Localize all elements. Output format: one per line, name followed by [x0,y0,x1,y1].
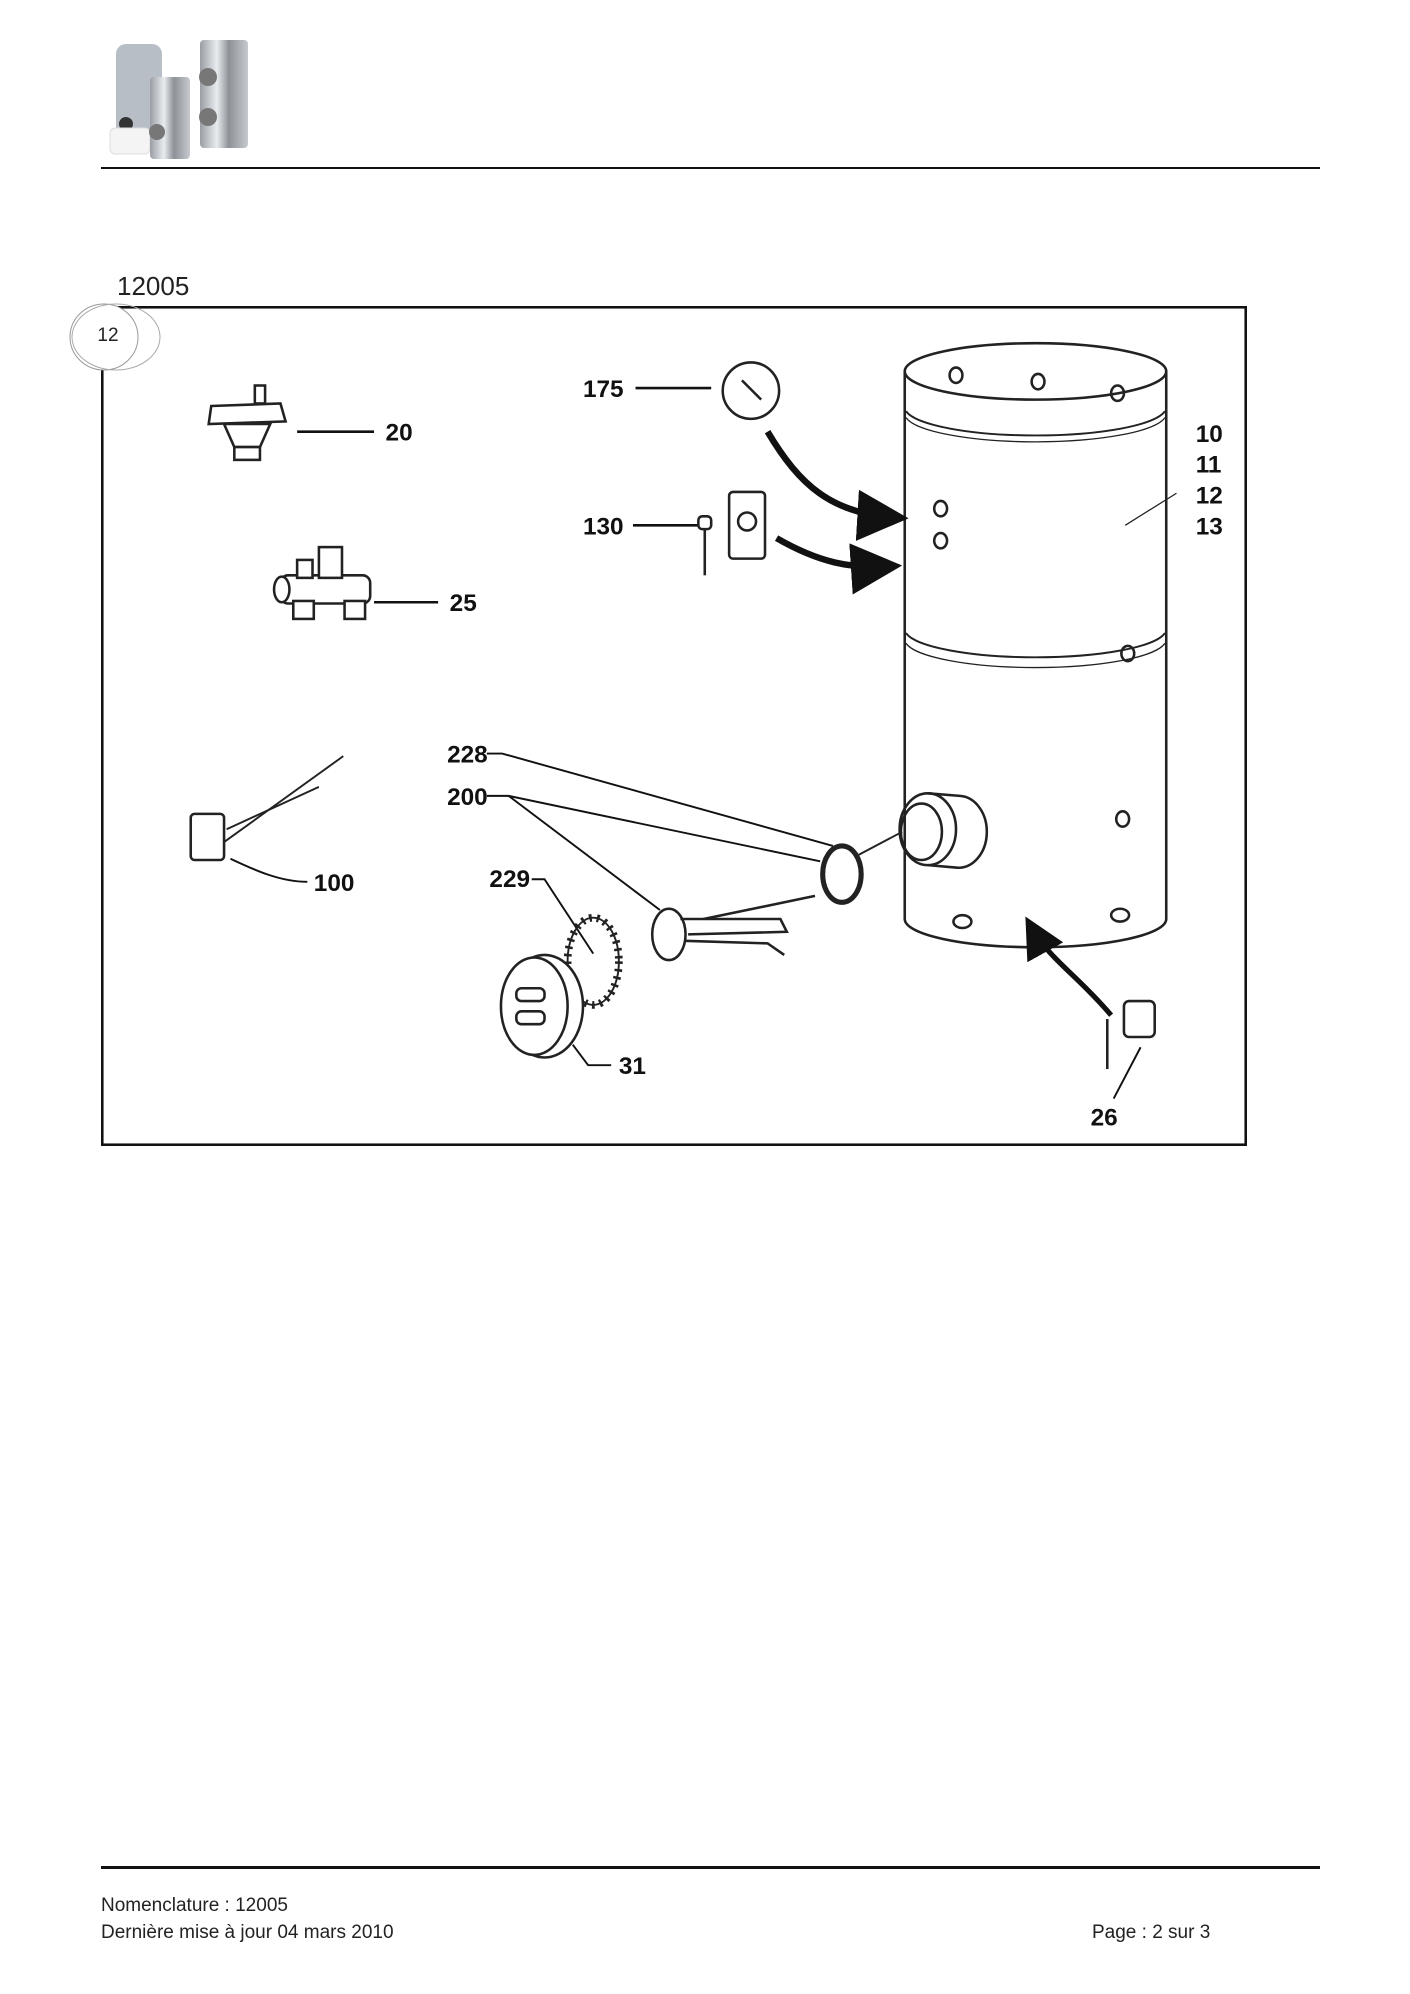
footer-nomenclature: Nomenclature : 12005 [101,1895,288,1916]
part-100-thermostat [189,755,344,862]
exploded-parts-diagram: 20 25 100 175 130 10 11 12 13 228 200 [101,306,1247,1146]
header-divider [101,167,1320,169]
callout-200: 200 [447,784,488,811]
callout-10: 10 [1196,421,1223,448]
part-26-drain-valve [1105,999,1156,1070]
footer-divider [101,1866,1320,1869]
footer-last-update: Dernière mise à jour 04 mars 2010 [101,1922,394,1943]
callout-229: 229 [489,866,530,893]
callout-12: 12 [1196,482,1223,509]
document-id: 12005 [117,271,190,301]
footer-page-number: Page : 2 sur 3 [1092,1922,1211,1943]
callout-31: 31 [619,1053,646,1080]
storage-tank [898,341,1168,949]
callout-13: 13 [1196,513,1223,540]
part-20-air-vent [207,384,288,462]
part-200-heating-element [650,894,816,962]
part-228-gasket [820,843,864,905]
callout-228: 228 [447,742,488,769]
callout-175: 175 [583,376,624,403]
callout-11: 11 [1196,452,1222,479]
callout-25: 25 [450,590,477,617]
part-130-probe-thermostat [697,490,767,576]
callout-26: 26 [1091,1104,1118,1131]
section-badge-number: 12 [97,325,119,346]
callout-100: 100 [314,870,355,897]
brand-logo-tanks [109,40,248,159]
callout-20: 20 [386,420,413,447]
callout-130: 130 [583,513,624,540]
part-25-safety-group [272,545,372,621]
part-31-cover [499,953,585,1059]
section-badge [69,303,161,371]
